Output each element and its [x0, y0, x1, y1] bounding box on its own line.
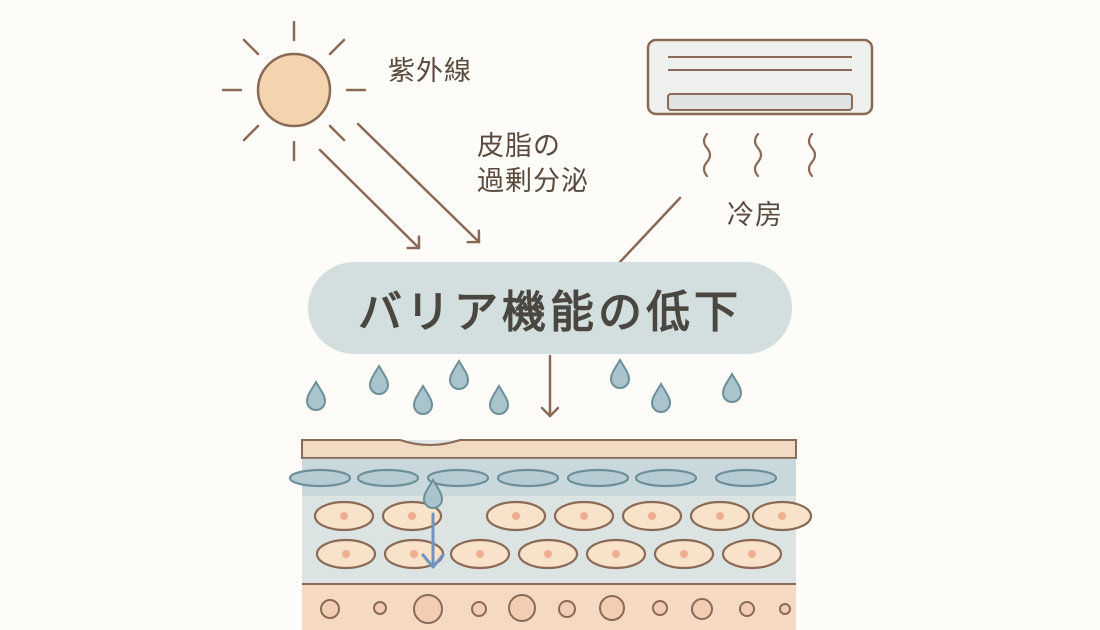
- dermis-cell: [373, 601, 387, 615]
- cell-nucleus: [410, 550, 418, 558]
- water-drops: [305, 358, 743, 415]
- water-drop-icon: [488, 384, 510, 415]
- corneum-cell: [426, 468, 490, 488]
- aircon-connector-line: [618, 196, 682, 264]
- barrier-decline-title: バリア機能の低下: [358, 287, 742, 338]
- epidermis-cells: [313, 500, 813, 570]
- dermis-cell: [508, 594, 536, 622]
- cell-nucleus: [476, 550, 484, 558]
- corneum-cell: [496, 468, 560, 488]
- dermis-cell: [471, 601, 487, 617]
- uv-arrow-1: [318, 148, 421, 250]
- uv-arrow-2: [356, 122, 481, 244]
- uv-label: 紫外線: [388, 56, 472, 87]
- water-drop-icon: [412, 384, 434, 415]
- cell-nucleus: [680, 550, 688, 558]
- cell-nucleus: [408, 512, 416, 520]
- cell-nucleus: [716, 512, 724, 520]
- air-conditioner-icon: [646, 38, 874, 116]
- corneum-cell: [566, 468, 630, 488]
- water-drop-icon: [448, 359, 470, 390]
- barrier-decline-pill: バリア機能の低下: [308, 262, 792, 354]
- uv-arrows: [318, 122, 481, 250]
- water-loss-arrow: [421, 512, 445, 569]
- cell-nucleus: [748, 550, 756, 558]
- cell-nucleus: [580, 512, 588, 520]
- water-drop-icon: [422, 478, 444, 509]
- corneum-cell: [714, 468, 778, 488]
- dermis-cell: [779, 603, 791, 615]
- stratum-corneum-cells: [288, 468, 778, 488]
- cell-nucleus: [778, 512, 786, 520]
- skin-surface: [301, 439, 797, 459]
- dermis-cell: [739, 601, 755, 617]
- sebum-label: 皮脂の 過剰分泌: [477, 130, 589, 199]
- corneum-cell: [634, 468, 698, 488]
- dermis-cell: [413, 594, 443, 624]
- dermis-cells: [320, 594, 791, 624]
- cell-nucleus: [340, 512, 348, 520]
- dermis-cell: [599, 595, 625, 621]
- cell-nucleus: [342, 550, 350, 558]
- sebum-label-line1: 皮脂の: [477, 131, 561, 162]
- cell-nucleus: [648, 512, 656, 520]
- cell-nucleus: [612, 550, 620, 558]
- dermis-cell: [558, 600, 576, 618]
- water-drop-icon: [609, 358, 631, 389]
- water-drop-icon: [721, 372, 743, 403]
- cell-nucleus: [512, 512, 520, 520]
- corneum-cell: [288, 468, 352, 488]
- cell-nucleus: [544, 550, 552, 558]
- water-drop-icon: [305, 380, 327, 411]
- dermis-cell: [691, 598, 713, 620]
- dermis-cell: [652, 600, 668, 616]
- dermis-cell: [320, 599, 340, 619]
- skin-cross-section: [288, 439, 813, 630]
- corneum-cell: [356, 468, 420, 488]
- sun-icon: [221, 20, 367, 162]
- sebum-label-line2: 過剰分泌: [477, 165, 589, 197]
- cool-air-waves: [702, 132, 817, 178]
- water-drop-icon: [650, 382, 672, 413]
- water-drop-icon: [368, 364, 390, 395]
- aircon-label: 冷房: [727, 200, 783, 231]
